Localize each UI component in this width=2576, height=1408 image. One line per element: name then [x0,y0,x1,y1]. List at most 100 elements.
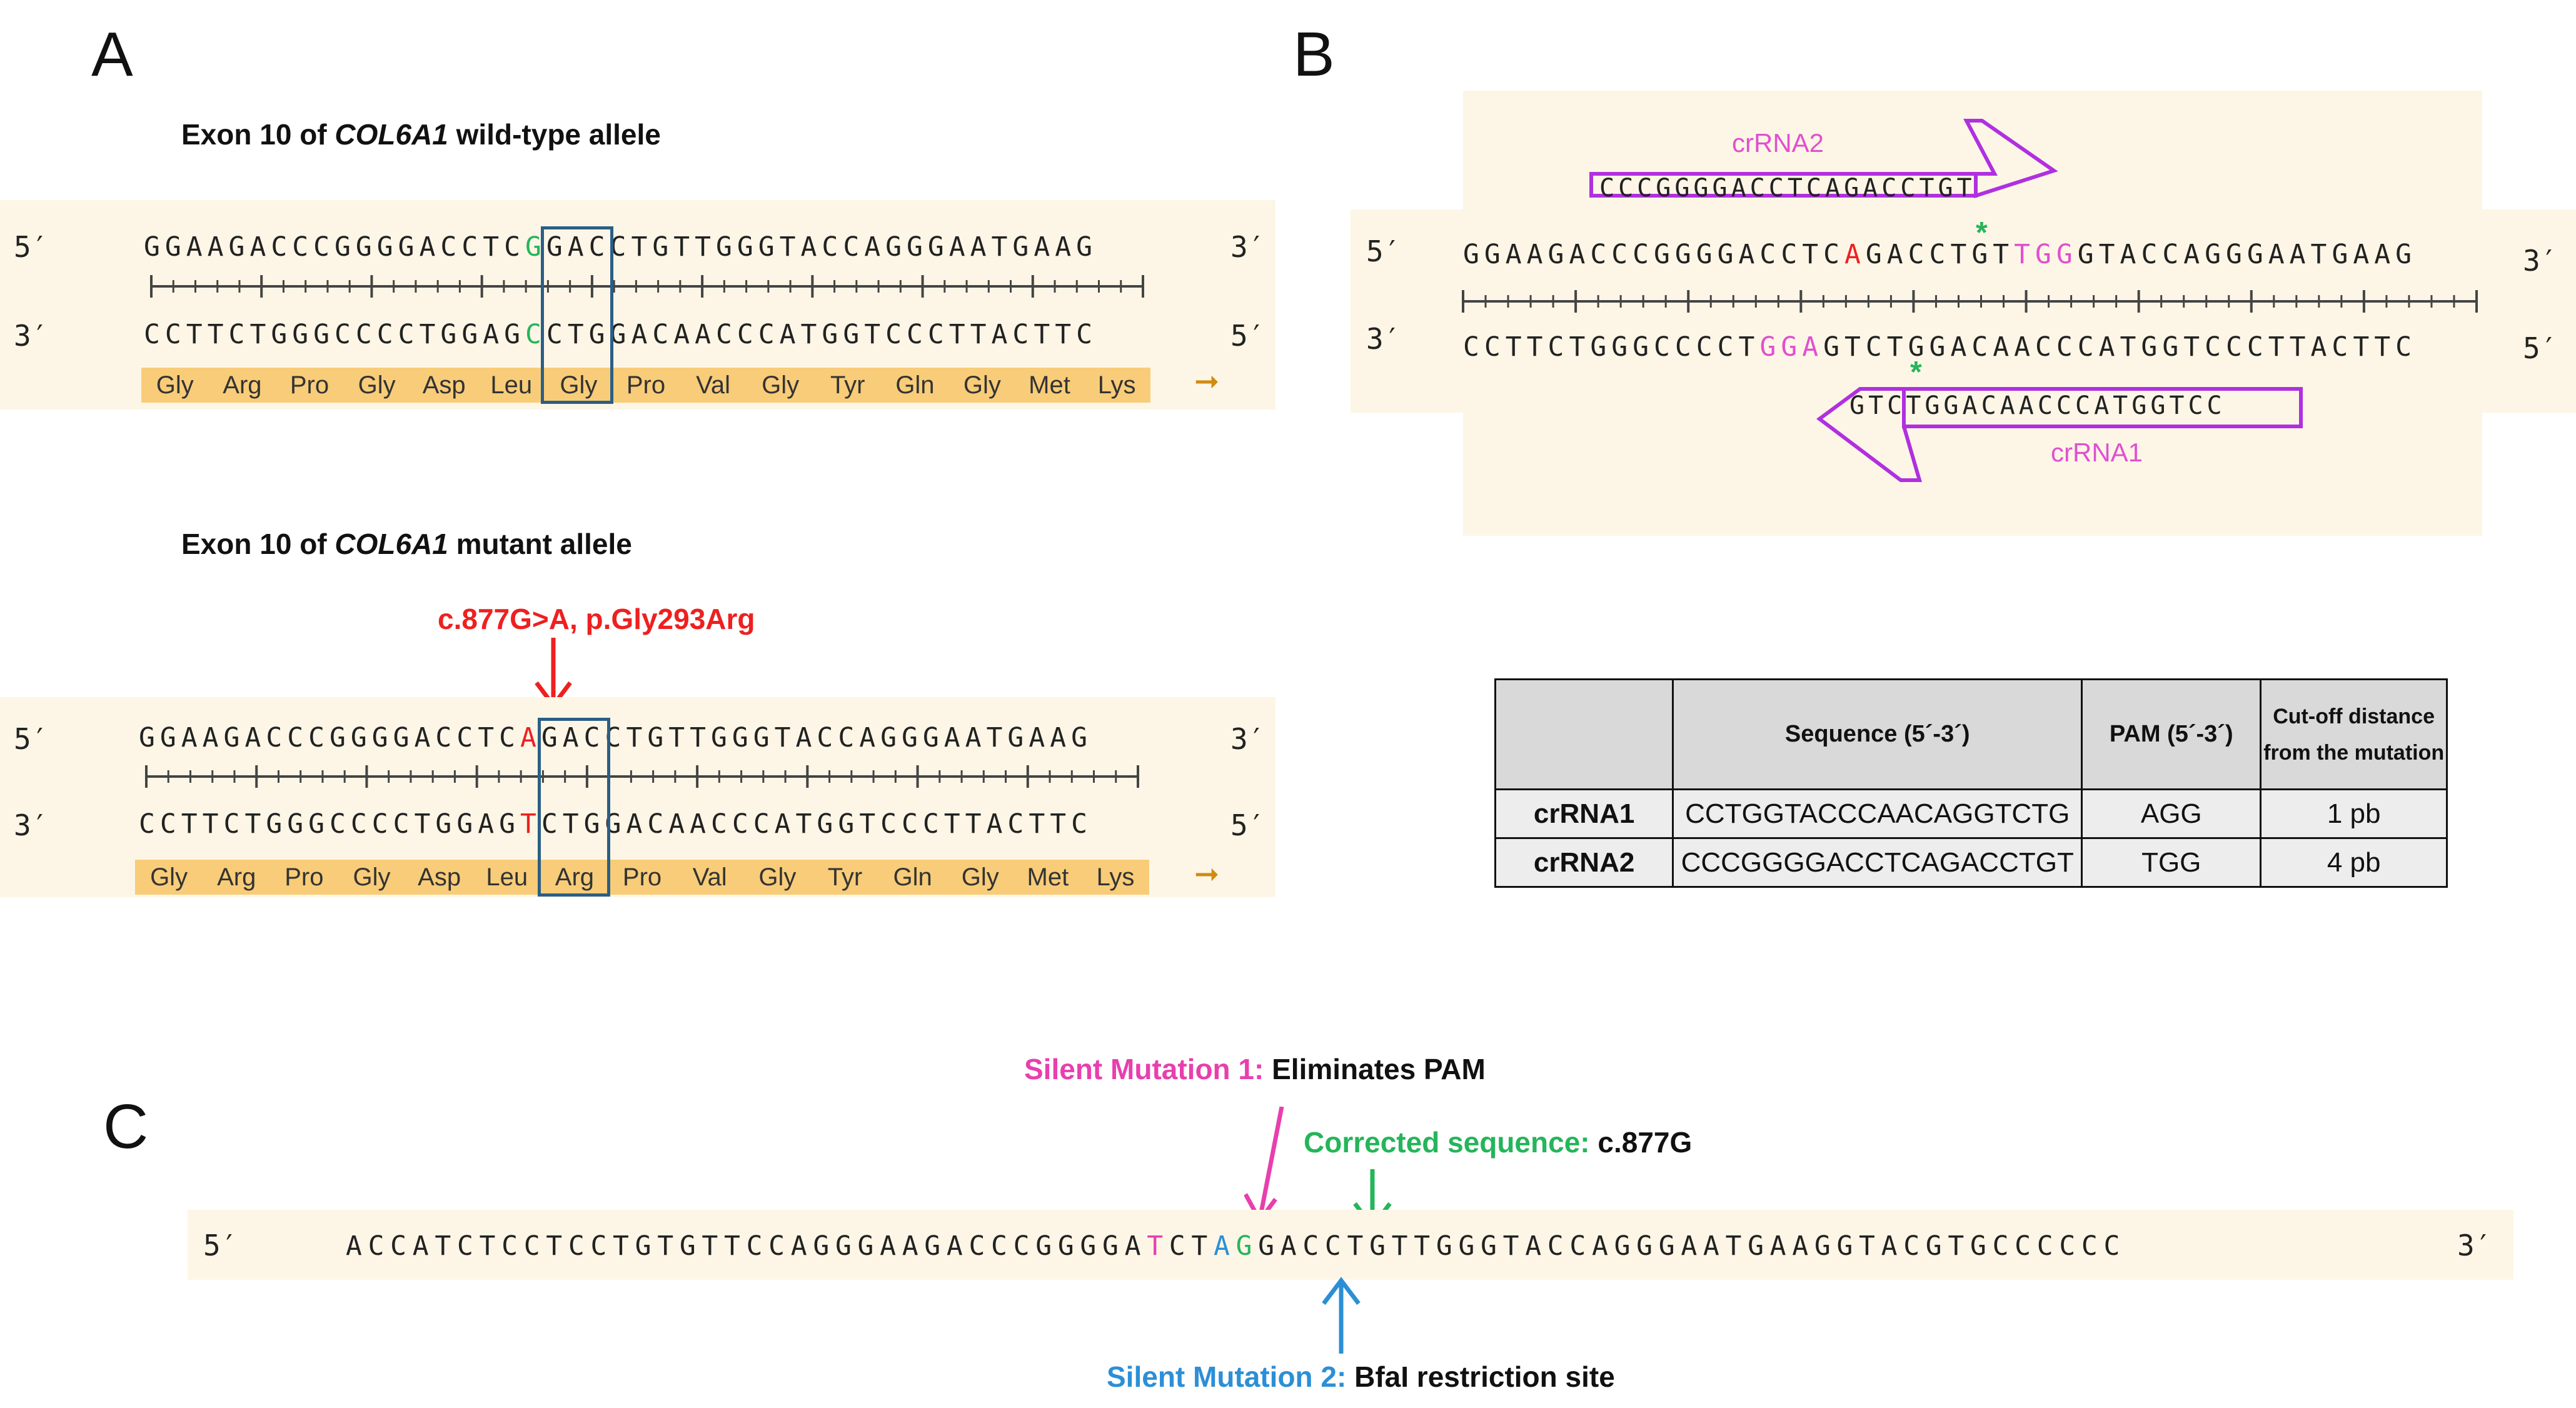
wild-bottom-three-prime: 3′ [14,319,49,353]
table-row: crRNA2 CCCGGGGACCTCAGACCTGT TGG 4 pb [1494,837,2448,888]
amino-acid: Leu [486,863,528,891]
b-top-strand: GGAAGACCCGGGGACCTCAGACCTGTTGGGTACCAGGGAA… [1463,239,2417,270]
wild-reading-direction-arrow-icon: ➞ [1194,365,1220,398]
silent-mutation-2-label: Silent Mutation 2: BfaI restriction site [1107,1360,1615,1394]
mutant-title-suffix: mutant allele [448,528,632,560]
b-top-part3: GACCTGT [1865,239,2015,270]
mutant-ruler [145,765,1139,788]
mutation-label: c.877G>A, p.Gly293Arg [438,603,755,635]
amino-acid: Pro [622,863,662,891]
amino-acid: Tyr [827,863,863,891]
table-row: crRNA1 CCTGGTACCCAACAGGTCTG AGG 1 pb [1494,788,2448,839]
amino-acid: Pro [626,371,666,399]
amino-acid: Gly [156,371,194,399]
b-ruler [1462,290,2478,313]
table-cell-pam: TGG [2081,837,2262,888]
crrna1-sequence: GTCTGGACAACCCATGGTCC [1849,391,2226,420]
mutant-bottom-three-prime: 3′ [14,808,49,842]
mutant-bottom-strand: CCTTCTGGGCCCCTGGAGTCTGGACAACCCATGGTCCCTT… [139,808,1092,840]
table-cell-name: crRNA1 [1494,788,1674,839]
silent-mutation-1-label: Silent Mutation 1: Eliminates PAM [1024,1052,1486,1086]
wild-top-right: GACCTGTTGGGTACCAGGGAATGAAG [546,231,1097,263]
amino-acid: Gln [895,371,935,399]
wild-title-suffix: wild-type allele [448,118,661,151]
amino-acid: Leu [490,371,533,399]
mutant-top-right: GACCTGTTGGGTACCAGGGAATGAAG [541,722,1092,753]
mutant-bottom-five-prime: 5′ [1230,808,1265,842]
amino-acid: Val [692,863,727,891]
wild-bottom-strand: CCTTCTGGGCCCCTGGAGCCTGGACAACCCATGGTCCCTT… [144,319,1097,350]
b-bottom-strand: CCTTCTGGGCCCCTGGAGTCTGGACAACCCATGGTCCCTT… [1463,331,2417,363]
silent-mutation-1-title: Silent Mutation 1: [1024,1053,1264,1085]
b-top-mutation-base: A [1844,239,1866,270]
amino-acid: Pro [289,371,330,399]
c-donor-sequence: ACCATCTCCTCCTGTGTTCCAGGGAAGACCCGGGGATCTA… [346,1230,2126,1262]
mutant-title-prefix: Exon 10 of [181,528,335,560]
mutant-bottom-left: CCTTCTGGGCCCCTGGAG [139,808,520,840]
b-top-part1: GGAAGACCCGGGGACCTC [1463,239,1844,270]
wild-top-mutation-base: G [525,231,546,263]
wild-title-prefix: Exon 10 of [181,118,335,151]
table-cell-distance: 4 pb [2260,837,2448,888]
c-seq-silent-mutation-2: A [1213,1230,1236,1262]
b-bottom-pam: GGA [1759,331,1824,363]
silent-mutation-2-text: BfaI restriction site [1346,1360,1615,1393]
crrna-table: Sequence (5´-3´) PAM (5´-3´) Cut-off dis… [1494,678,2448,888]
corrected-sequence-text: c.877G [1589,1126,1693,1159]
c-seq-corrected-base: G [1235,1230,1259,1262]
table-header-sequence: Sequence (5´-3´) [1672,678,2083,790]
mutant-top-left: GGAAGACCCGGGGACCTC [139,722,520,753]
crrna2-label: crRNA2 [1732,128,1824,158]
wild-bottom-right: CTGGACAACCCATGGTCCCTTACTTC [546,319,1097,350]
silent-mutation-2-title: Silent Mutation 2: [1107,1360,1347,1393]
table-cell-distance: 1 pb [2260,788,2448,839]
wild-top-three-prime: 3′ [1230,230,1265,264]
amino-acid: Lys [1096,863,1135,891]
wild-top-five-prime: 5′ [14,230,49,264]
crrna2-arrow-icon [1589,119,2058,199]
mutant-top-three-prime: 3′ [1230,722,1265,756]
crrna1-label: crRNA1 [2051,438,2143,467]
mutant-bottom-right: CTGGACAACCCATGGTCCCTTACTTC [541,808,1092,840]
b-top-pam: TGG [2014,239,2078,270]
c-seq-silent-mutation-1: T [1147,1230,1169,1262]
amino-acid: Lys [1097,371,1136,399]
silent-mutation-2-arrow-icon [1322,1277,1361,1354]
amino-acid: Arg [217,863,256,891]
table-cell-pam: AGG [2081,788,2262,839]
amino-acid: Gln [893,863,932,891]
c-seq-part6: GACCTGTTGGGTACCAGGGAATGAAGGTACGTGCCCCCC [1258,1230,2126,1262]
amino-acid: Gly [963,371,1001,399]
mutant-codon-box [538,718,610,897]
mutant-title-gene: COL6A1 [335,528,448,560]
wild-codon-box [541,226,613,404]
amino-acid: Asp [422,371,466,399]
table-cell-sequence: CCCGGGGACCTCAGACCTGT [1672,837,2083,888]
table-cell-name: crRNA2 [1494,837,1674,888]
amino-acid: Asp [418,863,461,891]
b-top-three-prime: 3′ [2523,244,2558,278]
amino-acid: Met [1029,371,1070,399]
amino-acid: Arg [555,863,595,891]
crrna1-arrow-icon [1816,387,2303,482]
wild-title-gene: COL6A1 [335,118,448,151]
wild-top-left: GGAAGACCCGGGGACCTC [144,231,525,263]
b-bottom-three-prime: 3′ [1366,322,1401,356]
crrna1-cut-site-star: * [1910,356,1922,389]
silent-mutation-1-text: Eliminates PAM [1264,1053,1486,1085]
panel-letter-a: A [91,19,133,89]
amino-acid: Val [696,371,730,399]
wild-bottom-mutation-base: C [525,319,546,350]
amino-acid: Gly [150,863,188,891]
amino-acid: Gly [762,371,800,399]
amino-acid: Gly [358,371,396,399]
table-cell-sequence: CCTGGTACCCAACAGGTCTG [1672,788,2083,839]
c-seq-part1: ACCATCTCCTCCTGTGTTCCAGGGAAGACCCGGGGA [346,1230,1147,1262]
wild-top-strand: GGAAGACCCGGGGACCTCGGACCTGTTGGGTACCAGGGAA… [144,231,1097,263]
crrna2-cut-site-star: * [1976,216,1988,249]
wild-ruler [150,275,1144,298]
wild-bottom-five-prime: 5′ [1230,319,1265,353]
amino-acid: Gly [353,863,391,891]
